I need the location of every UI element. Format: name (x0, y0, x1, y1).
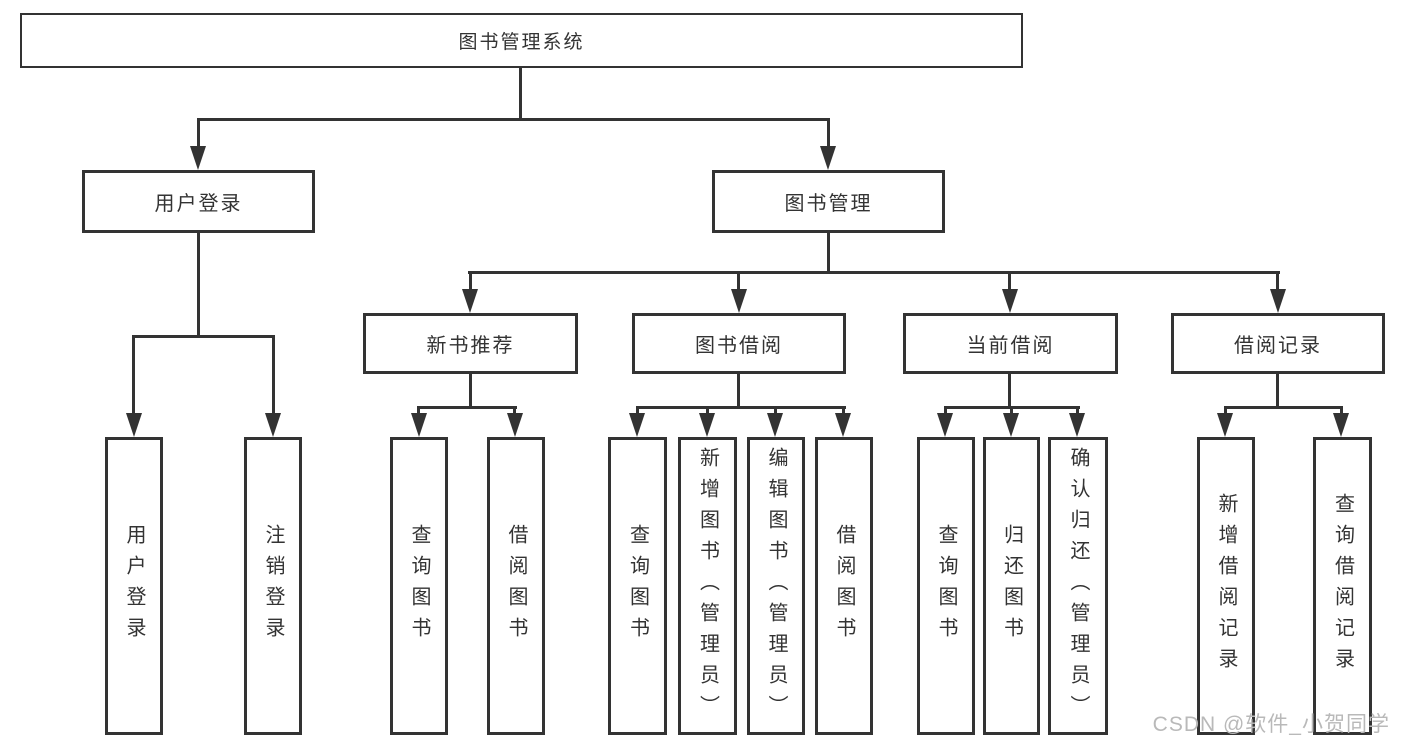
leaf-add-books-admin-label: 新增图书（管理员） (696, 446, 719, 726)
leaf-borrow-books-2-label: 借阅图书 (833, 524, 855, 648)
arrowhead-new-book (462, 289, 478, 313)
leaf-return-books-label: 归还图书 (1000, 524, 1023, 648)
node-root: 图书管理系统 (20, 13, 1023, 68)
arrowhead-leaf-add-record (1217, 413, 1233, 437)
arrowhead-leaf-edit-books (767, 413, 783, 437)
connector-to-leaf-login (132, 335, 135, 415)
node-new-book-recommend: 新书推荐 (363, 313, 578, 374)
leaf-query-borrow-record-label: 查询借阅记录 (1331, 493, 1354, 679)
node-book-mgmt-label: 图书管理 (784, 193, 873, 215)
leaf-user-login: 用户登录 (105, 437, 163, 735)
node-user-login: 用户登录 (82, 170, 315, 233)
node-borrow-records: 借阅记录 (1171, 313, 1385, 374)
arrowhead-user-login (190, 146, 206, 170)
leaf-logout: 注销登录 (244, 437, 302, 735)
arrowhead-borrow-records (1270, 289, 1286, 313)
leaf-edit-books-admin: 编辑图书（管理员） (747, 437, 805, 735)
node-user-login-label: 用户登录 (154, 193, 243, 215)
connector-to-leaf-query-books-2 (636, 406, 639, 415)
arrowhead-leaf-query-books-2 (629, 413, 645, 437)
node-borrow-records-label: 借阅记录 (1234, 335, 1322, 357)
leaf-confirm-return-admin-label: 确认归还（管理员） (1067, 446, 1089, 726)
connector-to-leaf-confirm-return (1076, 406, 1079, 415)
connector-to-current-borrow (1008, 271, 1011, 291)
node-current-borrow-label: 当前借阅 (966, 335, 1055, 357)
arrowhead-leaf-add-books (699, 413, 715, 437)
arrowhead-leaf-confirm-return (1069, 413, 1085, 437)
arrowhead-current-borrow (1002, 289, 1018, 313)
connector-book-mgmt-horizontal (468, 271, 1280, 274)
connector-root-to-book-mgmt (827, 118, 830, 148)
arrowhead-leaf-logout (265, 413, 281, 437)
connector-current-borrow-stub (1008, 374, 1011, 406)
leaf-query-books-2: 查询图书 (608, 437, 667, 735)
connector-to-leaf-edit-books (774, 406, 777, 415)
node-book-borrow: 图书借阅 (632, 313, 846, 374)
connector-new-book-stub (469, 374, 472, 406)
connector-borrow-records-stub (1276, 374, 1279, 406)
connector-to-new-book (469, 271, 472, 291)
arrowhead-book-mgmt (820, 146, 836, 170)
leaf-query-books-2-label: 查询图书 (626, 524, 649, 648)
connector-to-leaf-borrow-books-1 (513, 406, 516, 415)
leaf-query-borrow-record: 查询借阅记录 (1313, 437, 1372, 735)
connector-borrow-records-horizontal (1224, 406, 1343, 409)
node-book-mgmt: 图书管理 (712, 170, 945, 233)
arrowhead-leaf-borrow-books-2 (835, 413, 851, 437)
connector-book-borrow-stub (737, 374, 740, 406)
connector-to-borrow-records (1276, 271, 1279, 291)
connector-book-borrow-horizontal (636, 406, 846, 409)
connector-to-leaf-borrow-books-2 (842, 406, 845, 415)
leaf-query-books-1: 查询图书 (390, 437, 448, 735)
leaf-query-books-3-label: 查询图书 (935, 524, 957, 648)
leaf-user-login-label: 用户登录 (123, 524, 145, 648)
leaf-add-borrow-record: 新增借阅记录 (1197, 437, 1255, 735)
leaf-borrow-books-1-label: 借阅图书 (505, 524, 527, 648)
arrowhead-leaf-query-record (1333, 413, 1349, 437)
connector-root-stub (519, 68, 522, 118)
connector-to-leaf-return-books (1010, 406, 1013, 415)
connector-root-to-user-login (197, 118, 200, 148)
connector-new-book-horizontal (417, 406, 517, 409)
leaf-return-books: 归还图书 (983, 437, 1040, 735)
node-root-label: 图书管理系统 (458, 32, 585, 53)
leaf-confirm-return-admin: 确认归还（管理员） (1048, 437, 1108, 735)
arrowhead-leaf-return-books (1003, 413, 1019, 437)
connector-root-horizontal (197, 118, 830, 121)
connector-to-leaf-query-books-1 (417, 406, 420, 415)
connector-to-book-borrow (737, 271, 740, 291)
leaf-logout-label: 注销登录 (262, 524, 284, 648)
connector-to-leaf-add-record (1224, 406, 1227, 415)
connector-user-login-horizontal (132, 335, 274, 338)
leaf-borrow-books-1: 借阅图书 (487, 437, 545, 735)
connector-to-leaf-logout (272, 335, 275, 415)
node-new-book-recommend-label: 新书推荐 (426, 335, 515, 357)
connector-book-mgmt-stub (827, 233, 830, 271)
leaf-add-borrow-record-label: 新增借阅记录 (1215, 493, 1237, 679)
arrowhead-leaf-query-books-3 (937, 413, 953, 437)
leaf-add-books-admin: 新增图书（管理员） (678, 437, 737, 735)
leaf-query-books-3: 查询图书 (917, 437, 975, 735)
connector-to-leaf-add-books (706, 406, 709, 415)
arrowhead-leaf-login (126, 413, 142, 437)
arrowhead-book-borrow (731, 289, 747, 313)
connector-user-login-stub (197, 233, 200, 335)
node-book-borrow-label: 图书借阅 (695, 335, 783, 357)
connector-to-leaf-query-record (1340, 406, 1343, 415)
connector-to-leaf-query-books-3 (944, 406, 947, 415)
arrowhead-leaf-borrow-books-1 (507, 413, 523, 437)
watermark: CSDN @软件_小贺同学 (1152, 713, 1390, 736)
node-current-borrow: 当前借阅 (903, 313, 1118, 374)
leaf-borrow-books-2: 借阅图书 (815, 437, 873, 735)
arrowhead-leaf-query-books-1 (411, 413, 427, 437)
leaf-edit-books-admin-label: 编辑图书（管理员） (765, 446, 787, 726)
leaf-query-books-1-label: 查询图书 (408, 524, 430, 648)
